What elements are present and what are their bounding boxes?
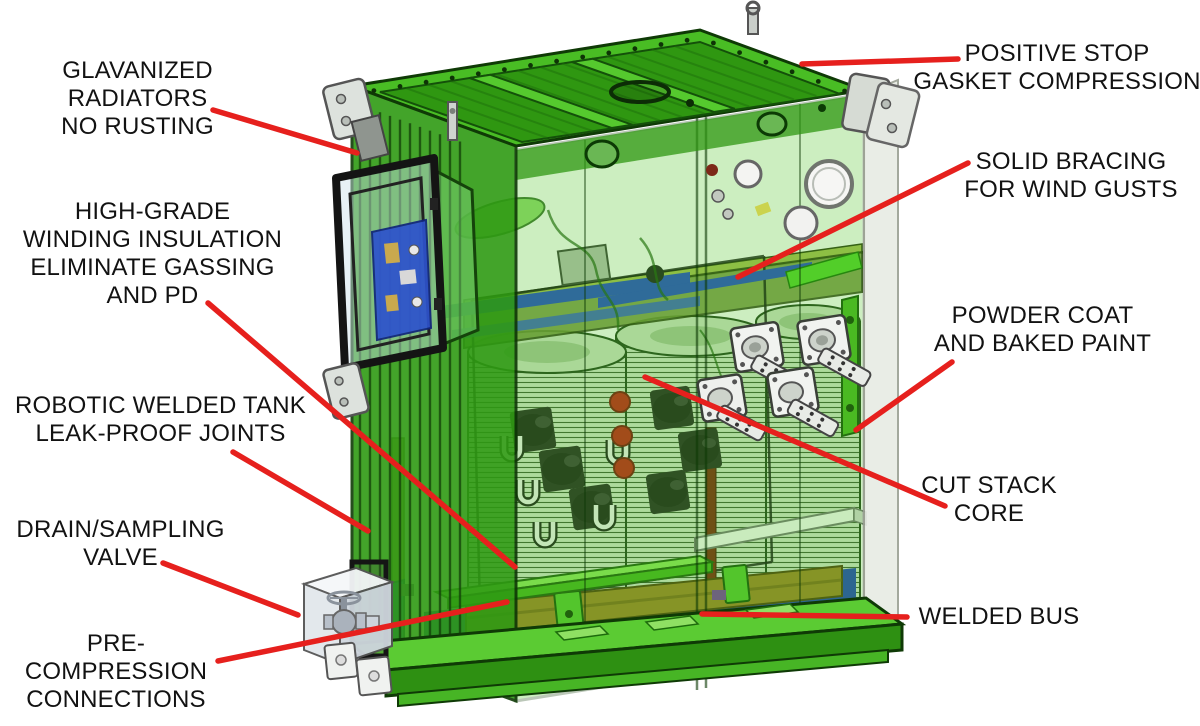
- tank-left-face: [332, 83, 518, 704]
- callout-line-robotic-welded-tank: [230, 449, 371, 534]
- manhole-ring: [609, 80, 671, 104]
- green-wedge: [785, 251, 863, 289]
- callout-label-galvanized-radiators: GLAVANIZED RADIATORS NO RUSTING: [61, 57, 214, 140]
- purple-block-right: [712, 590, 726, 600]
- callout-label-cut-stack-core: CUT STACK CORE: [921, 472, 1057, 527]
- callout-label-powder-coat: POWDER COAT AND BAKED PAINT: [933, 302, 1152, 357]
- callout-line-solid-bracing: [735, 160, 971, 280]
- flange-ring-2: [756, 111, 788, 137]
- callout-line-winding-insulation: [205, 300, 518, 570]
- callout-label-robotic-welded-tank: ROBOTIC WELDED TANK LEAK-PROOF JOINTS: [15, 392, 306, 447]
- callout-label-solid-bracing: SOLID BRACING FOR WIND GUSTS: [964, 148, 1178, 203]
- access-door: [332, 154, 480, 372]
- callout-line-positive-stop: [799, 56, 961, 67]
- callout-line-pre-compression: [215, 599, 510, 664]
- callout-line-cut-stack-core: [642, 374, 948, 509]
- gauge-small: [733, 159, 763, 189]
- pressure-gauges: [706, 159, 854, 241]
- callout-label-positive-stop: POSITIVE STOP GASKET COMPRESSION: [913, 40, 1200, 95]
- front-flange-band: [516, 94, 864, 180]
- lifting-hook: [745, 0, 761, 35]
- corner-bracket-top-left: [322, 77, 390, 163]
- white-channel: [694, 506, 867, 553]
- callout-label-pre-compression: PRE-COMPRESSION CONNECTIONS: [24, 630, 208, 713]
- bushing-plates: [696, 313, 872, 442]
- callout-label-welded-bus: WELDED BUS: [918, 603, 1080, 630]
- callout-label-drain-sampling-valve: DRAIN/SAMPLING VALVE: [16, 516, 225, 571]
- clamp-hole: [565, 610, 573, 618]
- callout-line-welded-bus: [699, 611, 910, 620]
- red-tap-points: [609, 391, 635, 479]
- callout-line-powder-coat: [853, 359, 955, 433]
- lifting-lug: [447, 101, 458, 141]
- tank-lid-rim: [346, 28, 870, 148]
- lid-interior-ribs: [405, 45, 817, 139]
- valve-mount-blocks: [323, 641, 393, 697]
- callout-line-drain-sampling-valve: [160, 560, 301, 618]
- corner-brackets-top-right: [841, 72, 921, 149]
- flange-ring: [584, 139, 620, 169]
- corner-bracket-mid-left: [322, 362, 370, 420]
- green-clamps: [553, 564, 751, 633]
- callout-line-galvanized-radiators: [210, 107, 360, 156]
- callout-label-winding-insulation: HIGH-GRADE WINDING INSULATION ELIMINATE …: [22, 198, 283, 309]
- gauge-medium: [783, 205, 819, 241]
- rim-bolts: [371, 37, 847, 94]
